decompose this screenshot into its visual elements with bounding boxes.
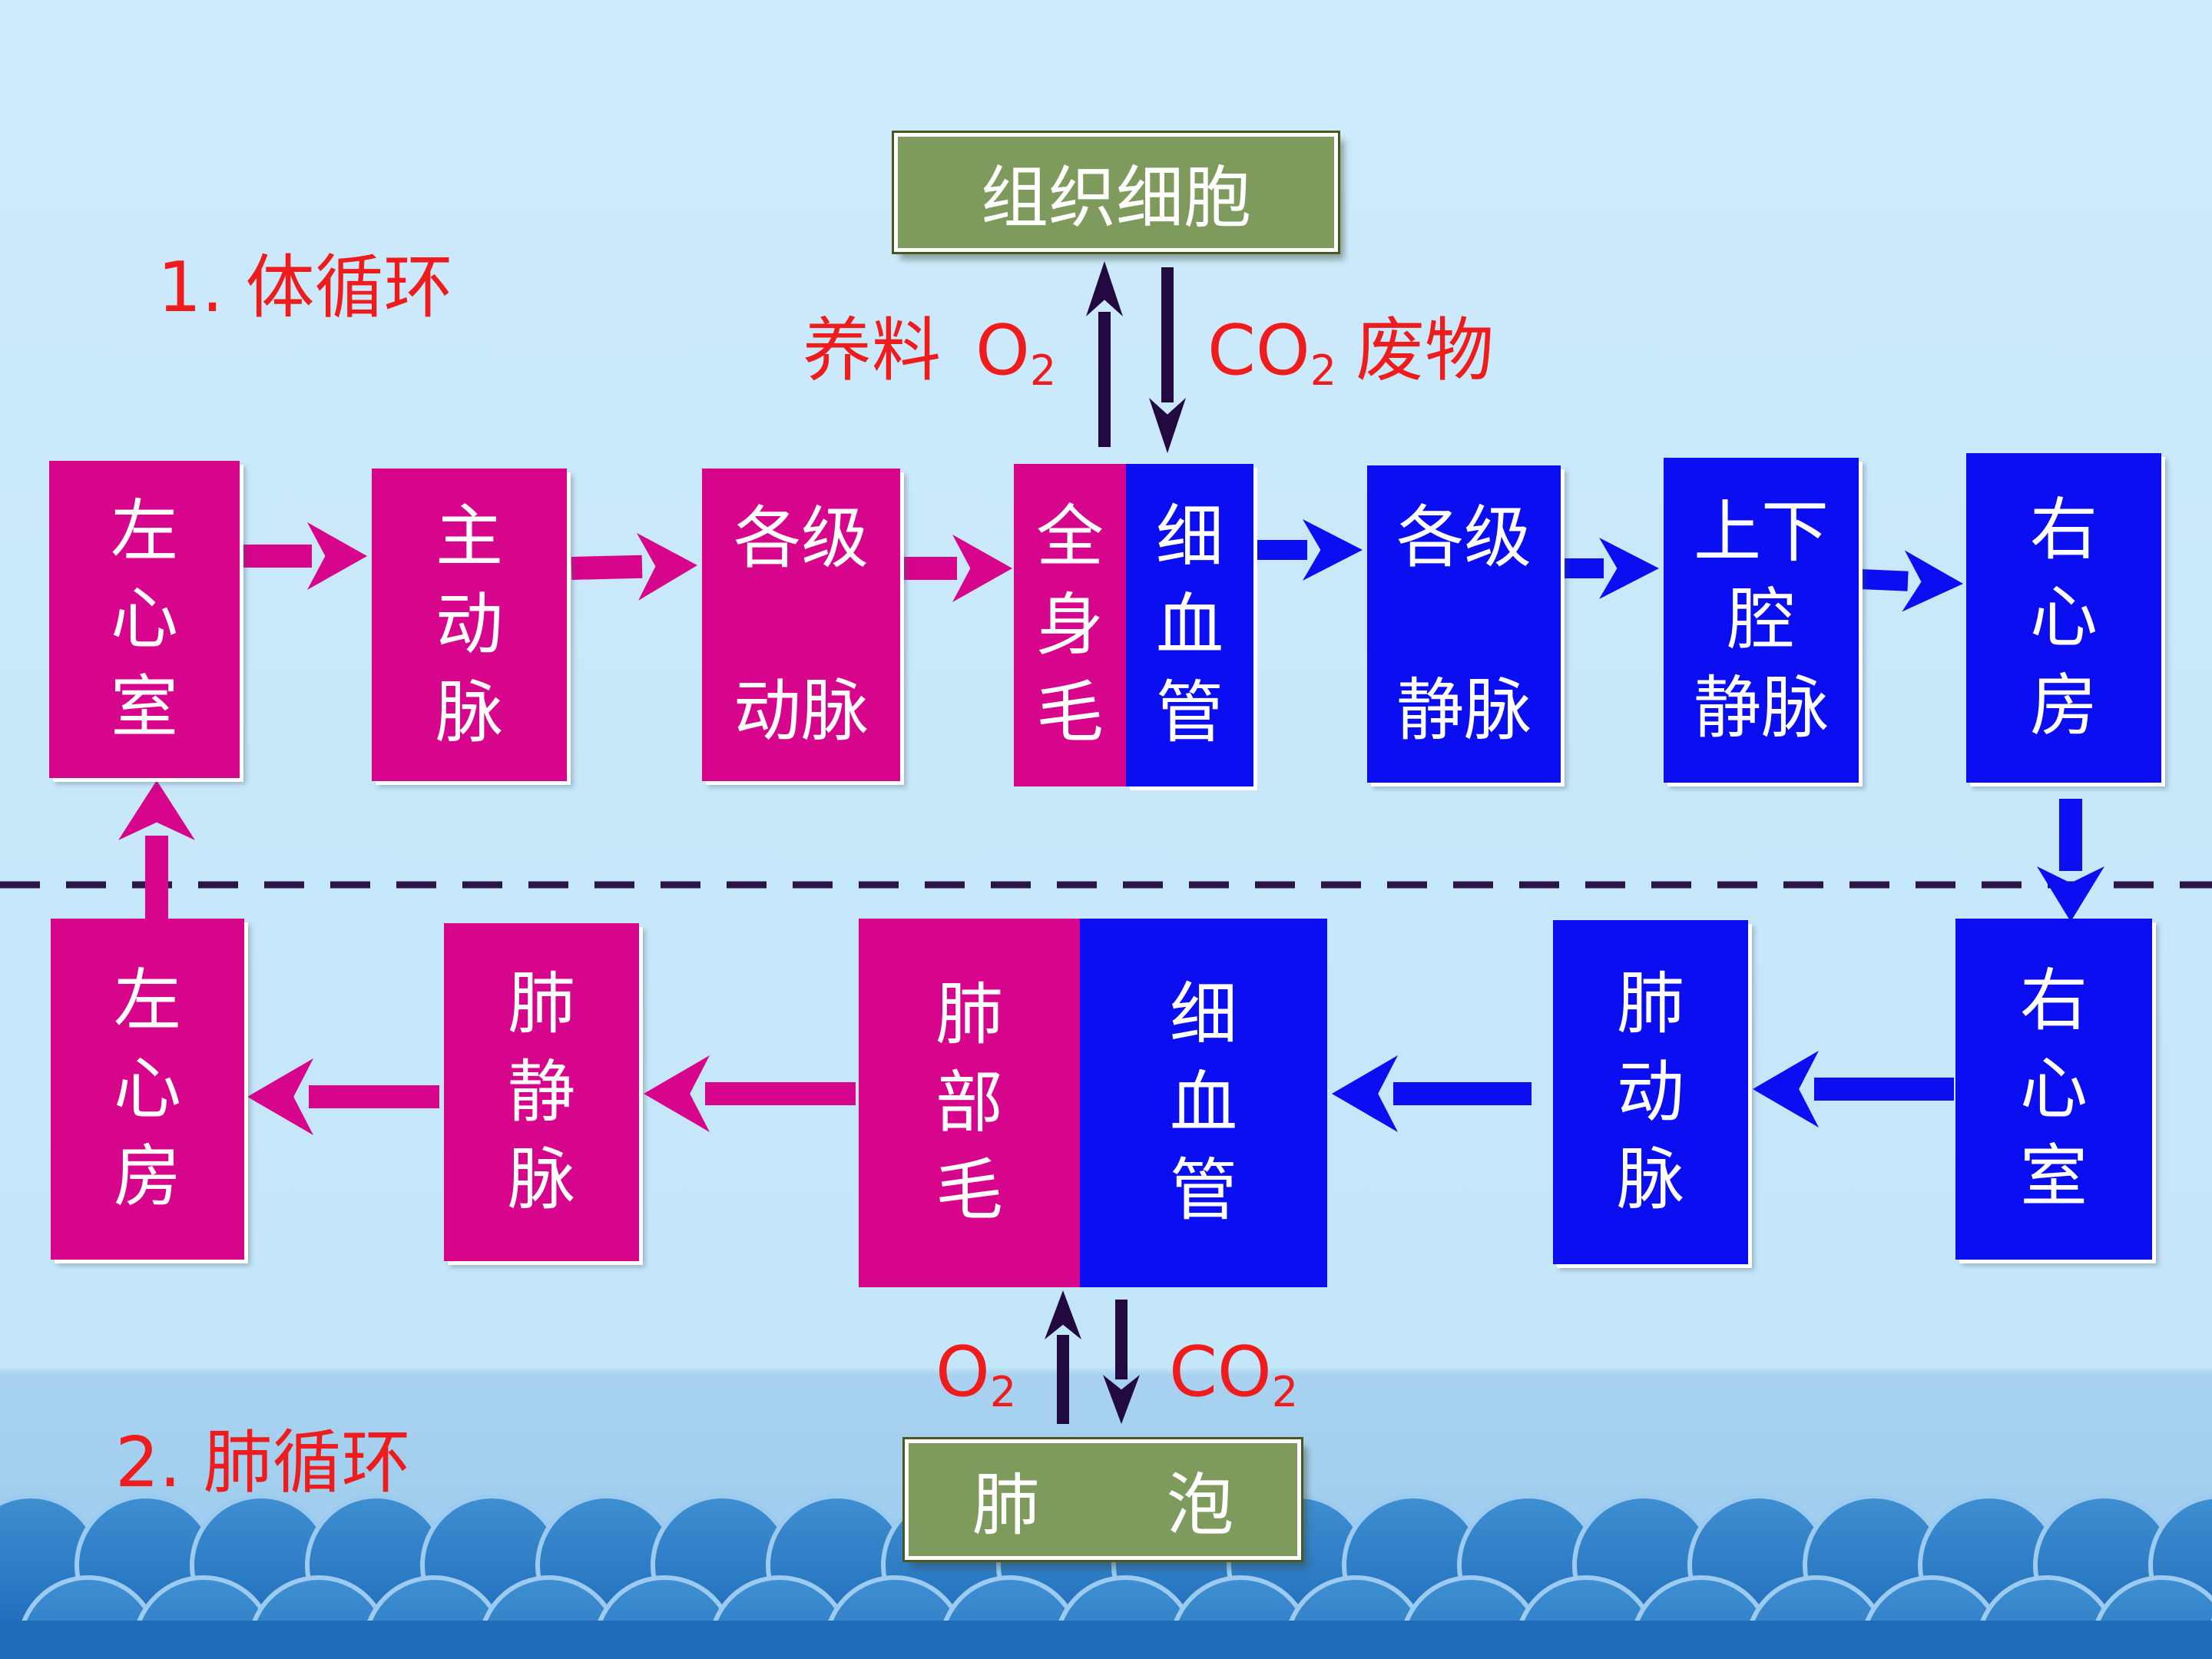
co2-top-label: CO2 (1207, 310, 1337, 395)
o2-top-label: O2 (975, 310, 1057, 395)
co2-bottom-label: CO2 (1169, 1332, 1299, 1416)
arrow-vena-cava-to-right-atrium (1859, 550, 1963, 612)
right-atrium-box: 右心房 (1966, 453, 2161, 783)
arteries-box: 各级动脉 (702, 469, 900, 781)
systemic-circulation-title: 1. 体循环 (157, 247, 453, 328)
pulmonary-capillary-left-box: 肺部毛 (859, 919, 1080, 1287)
arrow-o2-to-tissue (1086, 261, 1123, 447)
waste-label: 废物 (1356, 310, 1494, 391)
vena-cava-box: 上下腔静脉 (1664, 458, 1859, 783)
arrow-o2-from-alveoli (1045, 1290, 1081, 1424)
flow-arrows (118, 261, 2104, 1424)
arrow-arteries-to-capillaries (903, 535, 1012, 602)
nutrients-label: 养料 (803, 310, 941, 391)
arrow-pulmonary-artery-to-capillaries (1332, 1055, 1532, 1132)
o2-bottom-label: O2 (935, 1332, 1017, 1416)
systemic-capillary-right-box: 细血管 (1126, 464, 1253, 786)
arrow-co2-to-alveoli (1103, 1300, 1140, 1424)
arrow-capillaries-to-pulmonary-vein (644, 1055, 856, 1132)
systemic-capillary-left-box: 全身毛 (1014, 464, 1126, 786)
arrow-right-atrium-to-right-ventricle (2037, 799, 2104, 922)
tissue-cells-box: 组织细胞 (892, 131, 1340, 254)
pulmonary-circulation-title: 2. 肺循环 (115, 1422, 411, 1503)
arrow-right-ventricle-to-pulmonary-artery (1753, 1051, 1954, 1128)
left-ventricle-box: 左心室 (49, 461, 240, 778)
arrow-capillaries-to-veins (1257, 519, 1363, 581)
right-ventricle-box: 右心室 (1955, 919, 2152, 1260)
veins-box: 各级静脉 (1367, 465, 1561, 783)
arrow-pulmonary-vein-to-left-atrium (247, 1058, 439, 1135)
pulmonary-artery-box: 肺动脉 (1553, 920, 1748, 1264)
arrow-veins-to-vena-cava (1562, 538, 1659, 599)
arrow-co2-from-tissue (1149, 267, 1186, 453)
alveoli-box: 肺泡 (902, 1437, 1303, 1562)
arrow-aorta-to-arteries (571, 532, 697, 601)
arrow-left-ventricle-to-aorta (243, 522, 367, 590)
arrow-left-atrium-to-left-ventricle (118, 780, 195, 922)
wave-base (0, 1621, 2212, 1659)
pulmonary-capillary-right-box: 细血管 (1080, 919, 1327, 1287)
pulmonary-vein-box: 肺静脉 (444, 923, 639, 1261)
left-atrium-box: 左心房 (51, 919, 244, 1260)
aorta-box: 主动脉 (372, 469, 567, 781)
